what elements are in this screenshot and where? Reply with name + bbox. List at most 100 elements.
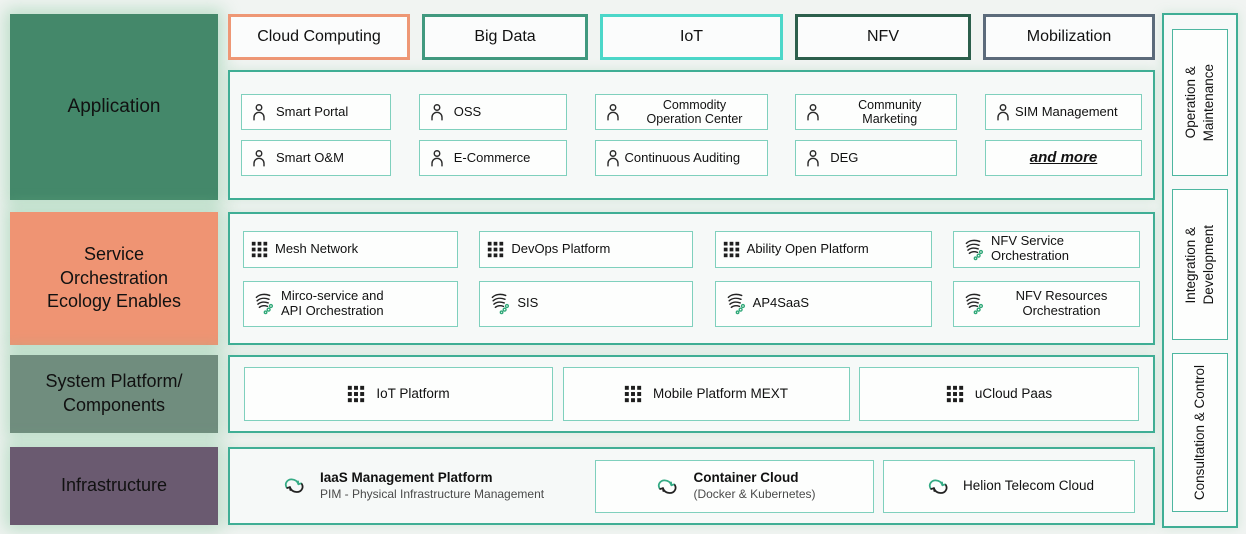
sys-item-mobile-platform-mext: Mobile Platform MEXT [562, 367, 850, 421]
orch-item-label: Mesh Network [275, 240, 359, 256]
person-icon [249, 102, 269, 122]
helion-title: Helion Telecom Cloud [962, 478, 1095, 494]
app-item-label: SIM Management [1015, 103, 1118, 119]
category-mobilization: Mobilization [983, 14, 1155, 60]
app-item-label: E-Commerce [453, 149, 531, 165]
person-icon [603, 148, 623, 168]
sys-item-label: IoT Platform [376, 386, 450, 402]
flow-orchestration-icon [961, 292, 984, 315]
category-big-data-label: Big Data [474, 28, 536, 45]
orch-item-ap4saas: AP4SaaS [714, 280, 932, 327]
category-iot: IoT [600, 14, 783, 60]
infra-item-iaas-management: IaaS Management Platform PIM - Physical … [280, 470, 568, 501]
cloud-cycle-icon [280, 475, 308, 496]
sys-item-label: uCloud Paas [974, 386, 1053, 402]
app-grid-icon [487, 241, 504, 258]
person-icon [427, 102, 447, 122]
sidebar-item-operation-maintenance: Operation & Maintenance [1172, 29, 1228, 176]
app-item-commodity-operation-center: Commodity Operation Center [594, 94, 768, 130]
app-grid-icon [347, 385, 365, 403]
app-item-e-commerce: E-Commerce [418, 140, 567, 176]
category-cloud-computing: Cloud Computing [228, 14, 410, 60]
container-cloud-subtitle: (Docker & Kubernetes) [693, 487, 816, 502]
container-cloud-text-block: Container Cloud (Docker & Kubernetes) [693, 470, 815, 501]
app-item-label: Community Marketing [858, 97, 922, 126]
person-icon [427, 148, 447, 168]
orch-item-microservice-api-orchestration: Mirco-service and API Orchestration [243, 280, 458, 327]
layer-service-orchestration-label: Service Orchestration Ecology Enables [46, 243, 182, 312]
layer-infrastructure: Infrastructure [10, 447, 218, 525]
sidebar-item-label: Integration & Development [1182, 224, 1216, 305]
app-item-sim-management: SIM Management [985, 94, 1142, 130]
orch-item-label: SIS [517, 295, 539, 311]
layer-application: Application [10, 14, 218, 200]
category-row: Cloud Computing Big Data IoT NFV Mobiliz… [228, 14, 1155, 60]
app-item-smart-portal: Smart Portal [241, 94, 391, 130]
category-big-data: Big Data [422, 14, 588, 60]
orch-item-sis: SIS [479, 280, 694, 327]
layer-system-platform-label: System Platform/ Components [45, 371, 183, 415]
app-grid-icon [946, 385, 964, 403]
orchestration-container: Mesh Network DevOps Platform Ability Ope… [228, 212, 1155, 345]
app-item-and-more: and more [985, 140, 1142, 176]
service-sidebar: Operation & Maintenance Integration & De… [1162, 13, 1238, 528]
sidebar-item-label: Operation & Maintenance [1182, 63, 1216, 142]
app-item-label: Smart Portal [276, 103, 349, 119]
iaas-subtitle: PIM - Physical Infrastructure Management [320, 487, 545, 502]
flow-orchestration-icon [487, 292, 510, 315]
iaas-title: IaaS Management Platform [320, 470, 493, 486]
iaas-text-block: IaaS Management Platform PIM - Physical … [320, 470, 544, 501]
orch-item-label: DevOps Platform [511, 240, 611, 256]
sidebar-item-label: Consultation & Control [1191, 364, 1207, 501]
layer-service-orchestration: Service Orchestration Ecology Enables [10, 212, 218, 345]
category-mobilization-label: Mobilization [1026, 28, 1112, 45]
person-icon [249, 148, 269, 168]
app-item-label: Commodity Operation Center [646, 97, 743, 126]
system-platform-container: IoT Platform Mobile Platform MEXT uCloud… [228, 355, 1155, 433]
layer-system-platform: System Platform/ Components [10, 355, 218, 433]
sidebar-item-consultation-control: Consultation & Control [1172, 353, 1228, 512]
application-container: Smart Portal OSS Commodity Operation Cen… [228, 70, 1155, 200]
person-icon [603, 102, 623, 122]
app-item-label: Smart O&M [276, 149, 344, 165]
person-icon [803, 102, 823, 122]
orch-item-label: Mirco-service and API Orchestration [281, 287, 384, 318]
cloud-cycle-icon [924, 476, 952, 497]
layer-infrastructure-label: Infrastructure [60, 475, 168, 496]
orch-item-devops-platform: DevOps Platform [479, 230, 694, 268]
orch-item-mesh-network: Mesh Network [243, 230, 458, 268]
infrastructure-container: IaaS Management Platform PIM - Physical … [228, 447, 1155, 525]
infra-item-helion-telecom-cloud: Helion Telecom Cloud [883, 459, 1135, 513]
category-cloud-computing-label: Cloud Computing [257, 28, 381, 45]
cloud-cycle-icon [653, 476, 681, 497]
sys-item-iot-platform: IoT Platform [244, 367, 553, 421]
app-item-oss: OSS [418, 94, 567, 130]
category-nfv: NFV [795, 14, 971, 60]
orch-item-label: Ability Open Platform [746, 240, 869, 256]
app-item-deg: DEG [795, 140, 958, 176]
layer-application-label: Application [67, 96, 161, 118]
sys-item-label: Mobile Platform MEXT [652, 386, 789, 402]
app-item-label: OSS [453, 103, 482, 119]
orch-item-label: NFV Resources Orchestration [1015, 287, 1108, 318]
app-item-continuous-auditing: Continuous Auditing [594, 140, 768, 176]
app-grid-icon [624, 385, 642, 403]
person-icon [803, 148, 823, 168]
person-icon [993, 102, 1013, 122]
orch-item-nfv-service-orchestration: NFV Service Orchestration [952, 230, 1140, 268]
category-iot-label: IoT [679, 28, 704, 45]
orch-item-label: NFV Service Orchestration [990, 233, 1070, 263]
orch-item-ability-open-platform: Ability Open Platform [714, 230, 932, 268]
app-item-label: Continuous Auditing [624, 149, 741, 165]
infra-item-container-cloud: Container Cloud (Docker & Kubernetes) [595, 459, 874, 513]
orch-item-nfv-resources-orchestration: NFV Resources Orchestration [952, 280, 1140, 327]
app-grid-icon [251, 241, 268, 258]
app-grid-icon [723, 241, 740, 258]
flow-orchestration-icon [723, 292, 746, 315]
sidebar-item-integration-development: Integration & Development [1172, 189, 1228, 340]
orch-item-label: AP4SaaS [752, 295, 810, 311]
sys-item-ucloud-paas: uCloud Paas [859, 367, 1139, 421]
app-item-smart-om: Smart O&M [241, 140, 391, 176]
app-item-community-marketing: Community Marketing [795, 94, 958, 130]
container-cloud-title: Container Cloud [693, 470, 799, 486]
